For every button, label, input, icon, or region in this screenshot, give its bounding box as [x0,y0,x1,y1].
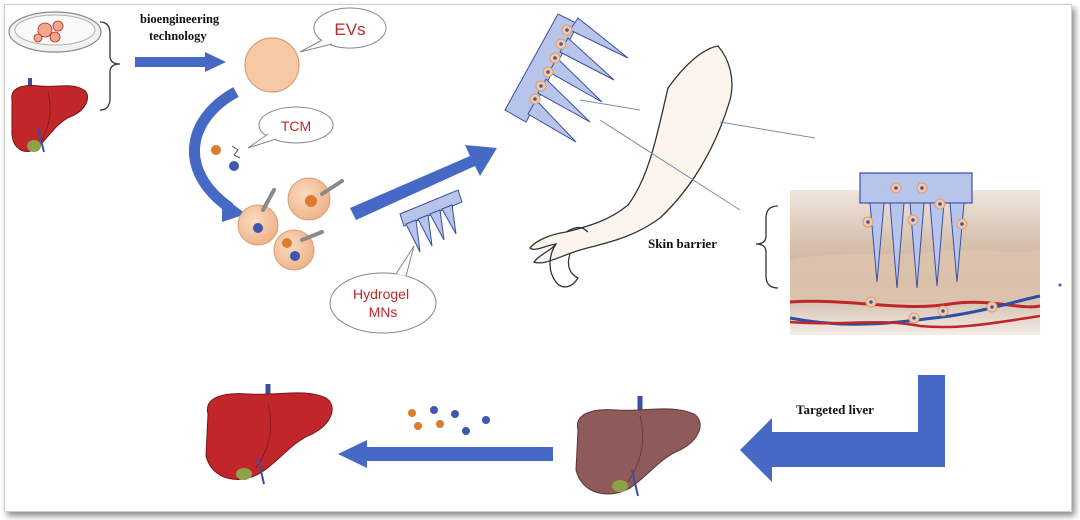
tcm-brace [231,145,241,159]
arrow-to-healthy-liver [338,440,553,468]
zoom-lines [579,99,816,211]
svg-text:TCM: TCM [281,118,311,134]
tcm-callout: TCM [247,106,334,149]
ev-vesicle [244,37,300,93]
skin-barrier-label: Skin barrier [648,236,717,251]
tcm-blue-particle [229,161,239,171]
small-mn-patch [399,189,463,253]
bioengineering-label: bioengineering technology [140,12,222,43]
liver-source-icon [11,78,88,153]
evs-callout: EVs [299,7,387,53]
svg-text:Hydrogel MNs: Hydrogel MNs [353,286,413,320]
skin-barrier-brace [755,205,779,289]
skin-mn-patch [859,172,998,324]
arrow-to-evs [135,52,226,72]
released-particles [408,406,490,435]
tcm-orange-particle [211,145,221,155]
cell-cluster [237,177,344,271]
petri-dish-icon [8,11,102,53]
healthy-liver-icon [205,384,333,485]
diseased-liver-icon [575,396,701,497]
arrow-to-diseased-liver [740,375,945,482]
large-mn-patch [504,13,629,143]
stray-dot [1058,283,1062,287]
arm-illustration [529,45,733,288]
arrow-to-microneedle [350,145,497,220]
svg-text:EVs: EVs [334,20,365,39]
targeted-liver-label: Targeted liver [796,402,874,417]
source-bracket [99,21,121,111]
hydrogel-callout: Hydrogel MNs [329,245,437,334]
